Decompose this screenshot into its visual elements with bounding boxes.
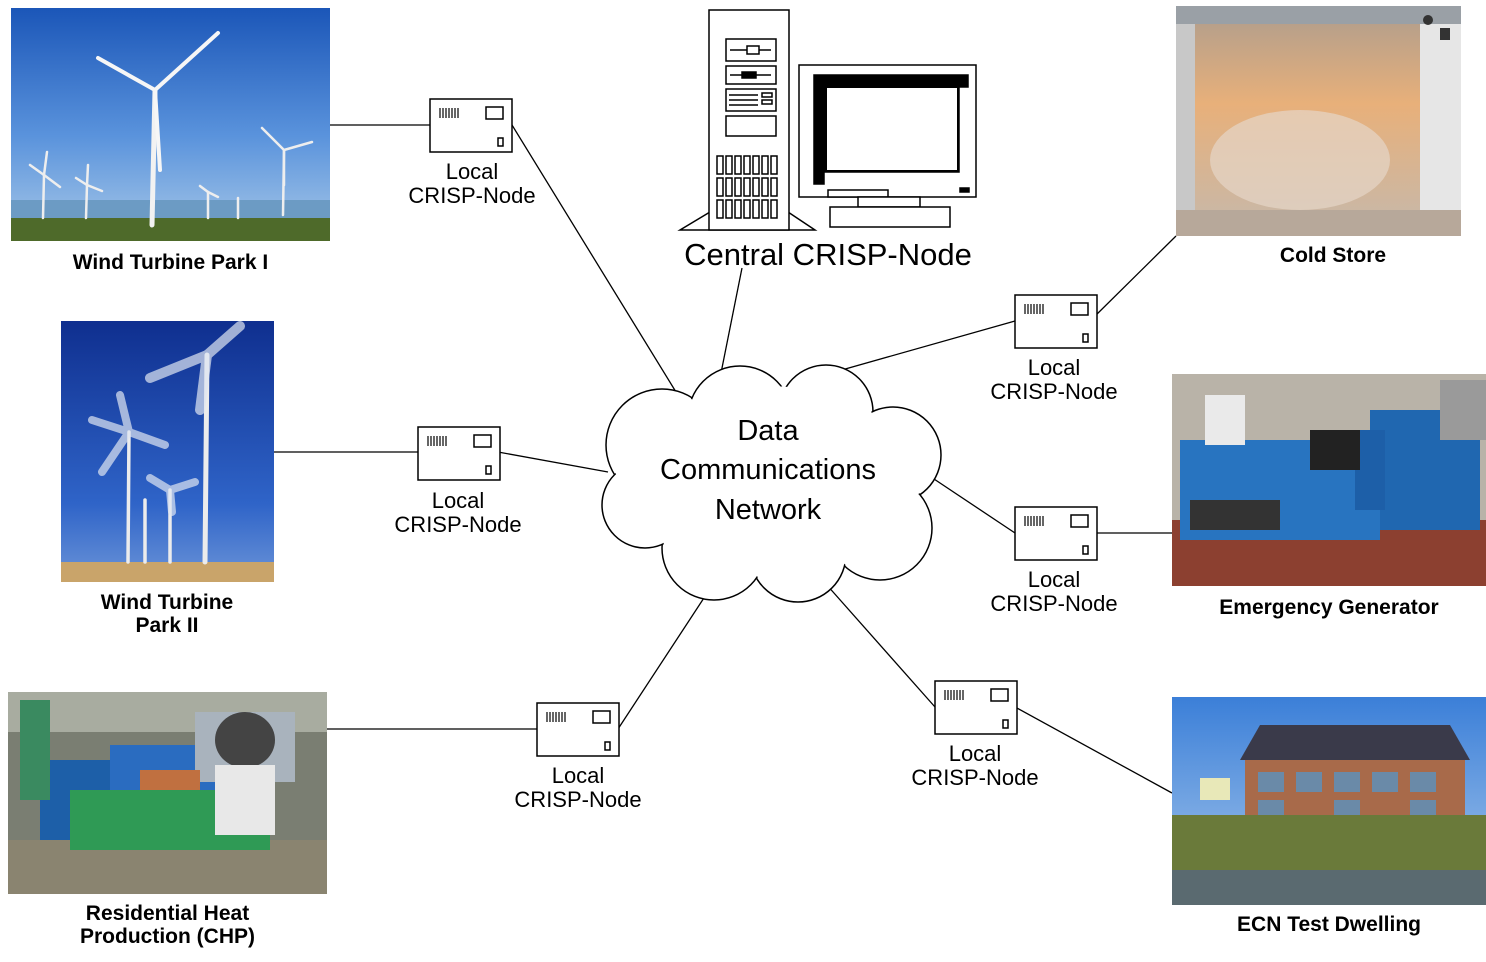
network-label: Data Communications Network: [660, 415, 876, 526]
local-node-label-dwelling: Local CRISP-Node: [911, 741, 1039, 790]
emergency-generator-photo: [1172, 374, 1486, 586]
local-crisp-node-icon-wind2: [417, 426, 501, 481]
local-node-label-chp: Local CRISP-Node: [514, 763, 642, 812]
local-crisp-node-icon-generator: [1014, 506, 1098, 561]
central-node-label: Central CRISP-Node: [684, 237, 972, 272]
wind-turbine-park-1-photo: [11, 8, 330, 241]
site-label-dwelling: ECN Test Dwelling: [1237, 913, 1421, 936]
local-node-label-generator: Local CRISP-Node: [990, 567, 1118, 616]
chp-plant-photo: [8, 692, 327, 894]
local-node-label-wind2: Local CRISP-Node: [394, 488, 522, 537]
monitor-icon: [798, 64, 977, 228]
ecn-test-dwelling-photo: [1172, 697, 1486, 905]
site-label-wind1: Wind Turbine Park I: [72, 251, 269, 274]
local-node-label-wind1: Local CRISP-Node: [408, 159, 536, 208]
connection-lines: [274, 124, 1177, 794]
site-label-wind2: Wind Turbine Park II: [100, 591, 234, 637]
wind-turbine-park-2-photo: [61, 321, 274, 582]
site-label-chp: Residential Heat Production (CHP): [80, 902, 255, 948]
local-node-label-cold-store: Local CRISP-Node: [990, 355, 1118, 404]
cold-store-photo: [1176, 6, 1461, 236]
network-cloud: [601, 364, 942, 603]
site-label-generator: Emergency Generator: [1219, 596, 1439, 619]
local-crisp-node-icon-dwelling: [934, 680, 1018, 735]
site-label-cold-store: Cold Store: [1279, 244, 1387, 267]
local-crisp-node-icon-wind1: [429, 98, 513, 153]
local-crisp-node-icon-cold-store: [1014, 294, 1098, 349]
local-crisp-node-icon-chp: [536, 702, 620, 757]
server-tower-icon: [677, 9, 818, 231]
